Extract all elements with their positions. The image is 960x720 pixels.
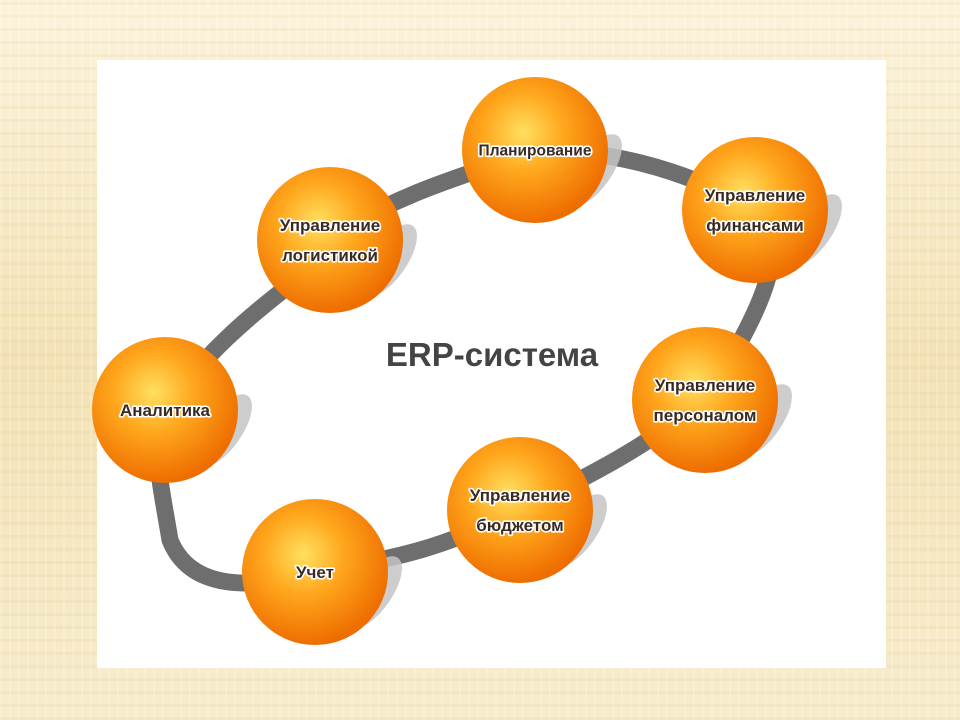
node-label-line: персоналом — [654, 406, 757, 425]
node-circle — [257, 167, 403, 313]
node-circle — [632, 327, 778, 473]
node-label: Планирование — [479, 142, 592, 159]
module-node-budget: Управление бюджетом — [447, 437, 607, 583]
module-node-accounting: Учет — [242, 499, 402, 645]
node-label: Управление финансами — [705, 186, 805, 235]
node-label-line: Планирование — [479, 142, 592, 159]
center-title: ERP-система — [386, 336, 599, 373]
node-label-line: финансами — [706, 216, 803, 235]
node-label-line: логистикой — [282, 246, 378, 265]
node-circle — [92, 337, 238, 483]
node-label-line: Учет — [296, 563, 334, 582]
node-label-line: Управление — [705, 186, 805, 205]
module-node-analytics: Аналитика — [92, 337, 252, 483]
node-circle — [682, 137, 828, 283]
node-label: Аналитика — [120, 401, 211, 420]
module-node-planning: Планирование — [462, 77, 622, 223]
module-node-finance: Управление финансами — [682, 137, 842, 283]
module-node-personnel: Управление персоналом — [632, 327, 792, 473]
node-label: Управление логистикой — [280, 216, 380, 265]
node-label-line: Управление — [470, 486, 570, 505]
node-label: Управление бюджетом — [470, 486, 570, 535]
node-label: Управление персоналом — [654, 376, 757, 425]
node-label: Учет — [296, 563, 334, 582]
node-label-line: Аналитика — [120, 401, 211, 420]
node-label-line: бюджетом — [476, 516, 563, 535]
node-label-line: Управление — [655, 376, 755, 395]
node-circle — [242, 499, 388, 645]
module-node-logistics: Управление логистикой — [257, 167, 417, 313]
node-circle — [462, 77, 608, 223]
node-label-line: Управление — [280, 216, 380, 235]
node-circle — [447, 437, 593, 583]
